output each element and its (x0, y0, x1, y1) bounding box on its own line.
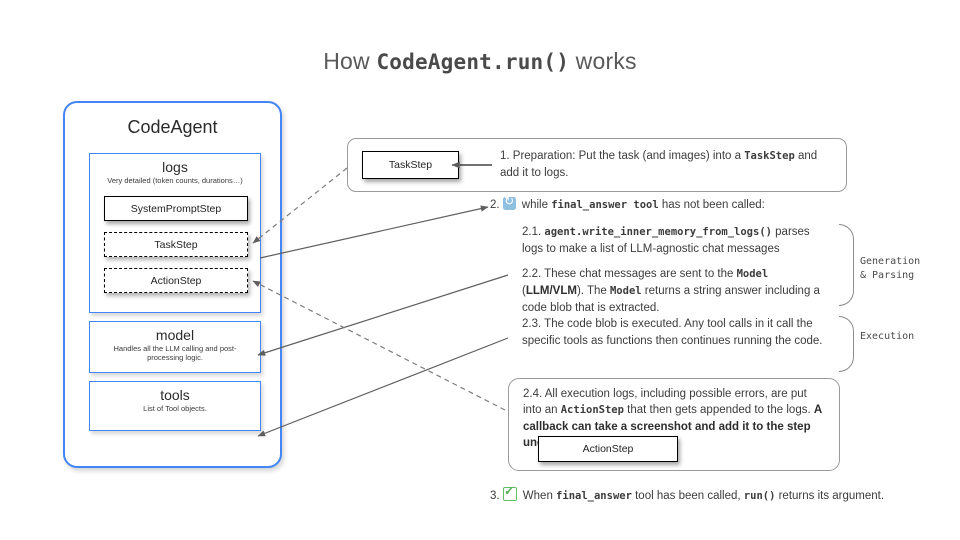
tools-title: tools (160, 387, 190, 403)
logs-subtitle: Very detailed (token counts, durations…) (107, 176, 243, 185)
arrow-logs-taskstep-to-step2 (259, 205, 489, 259)
step1-text-a: Preparation: Put the task (and images) i… (509, 150, 745, 162)
step1-text-b: and add it to logs. (500, 150, 818, 179)
step2-4-number: 2.4. (523, 388, 543, 400)
step2-2-text-d: returns a string answer including a code… (522, 285, 820, 314)
model-subtitle: Handles all the LLM calling and post-pro… (113, 344, 237, 363)
step-chip-label: ActionStep (150, 274, 202, 287)
step1-box: TaskStep 1. Preparation: Put the task (a… (347, 138, 847, 192)
logs-box: logs Very detailed (token counts, durati… (89, 153, 261, 313)
step2-4-box: 2.4. All execution logs, including possi… (508, 378, 840, 471)
curly-bracket-right (839, 224, 854, 306)
arrow-step2-4-to-logs-actionstep (252, 280, 506, 411)
arrow-model-to-step2-2 (257, 274, 509, 356)
step2-3-text: 2.3. The code blob is executed. Any tool… (522, 316, 832, 349)
step-chip-label: TaskStep (154, 238, 198, 251)
step2-2-number: 2.2. (522, 268, 542, 281)
step-chip-actionstep[interactable]: ActionStep (104, 268, 248, 293)
step2-2-bold-a: LLM/VLM (525, 285, 577, 298)
codeagent-panel: CodeAgent logs Very detailed (token coun… (63, 101, 282, 468)
step-chip-taskstep[interactable]: TaskStep (104, 232, 248, 257)
step3-number: 3. (490, 490, 500, 502)
step2-2-text-a: These chat messages are sent to the (541, 268, 737, 281)
logs-title: logs (162, 159, 188, 175)
step2-1-text: 2.1. agent.write_inner_memory_from_logs(… (522, 224, 832, 257)
step2-3-number: 2.3. (522, 318, 542, 330)
step2-number: 2. (490, 199, 500, 211)
step2-1-text-a: parses logs to make a list of LLM-agnost… (522, 226, 810, 255)
step3-code-a: final_answer (556, 490, 632, 502)
check-icon (502, 484, 517, 501)
step-chip-actionstep-flow[interactable]: ActionStep (538, 436, 678, 462)
step2-4-code-a: ActionStep (560, 404, 624, 417)
arrow-tools-to-step2-3 (257, 337, 509, 437)
step2-2-text-c: ). The (576, 285, 610, 298)
loop-icon (502, 194, 516, 210)
title-code: CodeAgent.run() (376, 50, 570, 74)
generation-parsing-label: Generation & Parsing (860, 256, 921, 281)
title-suffix: works (569, 48, 637, 74)
step-chip-taskstep-flow[interactable]: TaskStep (362, 151, 459, 179)
codeagent-title: CodeAgent (127, 117, 218, 137)
step2-line: 2. while final_answer tool has not been … (490, 194, 765, 211)
step2-2-code-a: Model (736, 268, 769, 281)
step2-2-text-b: ( (522, 285, 526, 298)
page-title: How CodeAgent.run() works (0, 48, 960, 75)
step2-1-code-a: agent.write_inner_memory_from_logs() (544, 226, 772, 238)
step2-2-text: 2.2. These chat messages are sent to the… (522, 266, 832, 316)
step-chip-label: SystemPromptStep (130, 202, 222, 215)
step2-text-b: has not been called: (658, 199, 765, 211)
step3-text-b: tool has been called, (631, 490, 744, 502)
step-chip-label: ActionStep (582, 443, 634, 455)
step2-4-text-b: that then gets appended to the logs. (623, 404, 814, 417)
step-chip-label: TaskStep (388, 159, 433, 171)
step1-number: 1. (500, 150, 510, 162)
step2-2-code-b: Model (609, 285, 642, 298)
model-box: model Handles all the LLM calling and po… (89, 321, 261, 373)
step3-text-a: When (522, 490, 557, 502)
generation-parsing-steps: 2.1. agent.write_inner_memory_from_logs(… (522, 224, 832, 316)
step2-1-number: 2.1. (522, 226, 542, 238)
step2-4-text-a: All execution logs, including possible e… (523, 388, 807, 417)
step2-code-a: final_answer tool (551, 199, 659, 211)
step3-code-b: run() (743, 490, 776, 502)
step2-text-a: while (521, 199, 552, 211)
step1-code-a: TaskStep (744, 150, 795, 162)
step3-line: 3. When final_answer tool has been calle… (490, 484, 885, 502)
execution-group: 2.3. The code blob is executed. Any tool… (510, 316, 854, 372)
tools-subtitle: List of Tool objects. (143, 404, 207, 413)
step3-text-c: returns its argument. (775, 490, 885, 502)
execution-label: Execution (860, 331, 915, 342)
execution-steps: 2.3. The code blob is executed. Any tool… (522, 316, 832, 349)
generation-parsing-group: 2.1. agent.write_inner_memory_from_logs(… (510, 224, 854, 314)
step1-text: 1. Preparation: Put the task (and images… (500, 148, 835, 181)
model-title: model (155, 327, 195, 343)
title-prefix: How (323, 48, 377, 74)
step-chip-systempromptstep[interactable]: SystemPromptStep (104, 196, 248, 221)
step2-3-text-a: The code blob is executed. Any tool call… (522, 318, 823, 347)
curly-bracket-right (839, 316, 854, 372)
tools-box: tools List of Tool objects. (89, 381, 261, 431)
